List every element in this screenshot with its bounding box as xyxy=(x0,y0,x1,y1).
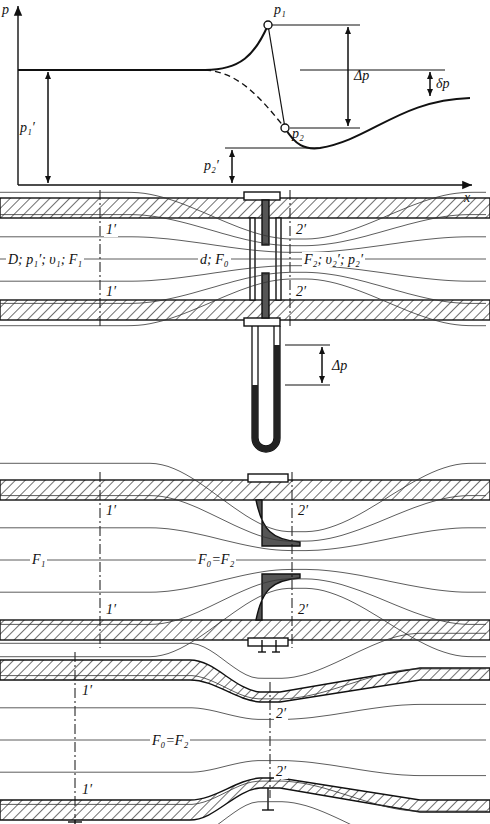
streamline xyxy=(0,272,486,303)
label: p₂′ xyxy=(204,158,219,173)
label: 2′ xyxy=(294,284,308,299)
label: 1′ xyxy=(104,602,118,617)
label: Δp xyxy=(332,358,347,373)
streamline xyxy=(0,579,486,625)
label: d; F₀ xyxy=(198,252,231,267)
streamline xyxy=(0,279,486,326)
streamline xyxy=(0,802,486,824)
streamline xyxy=(0,528,486,551)
label: p₂ xyxy=(292,126,304,141)
label: Δp xyxy=(354,68,369,83)
label: 2′ xyxy=(274,706,288,721)
label: D; p₁′; υ₁; F₁ xyxy=(6,252,84,267)
label: 2′ xyxy=(274,764,288,779)
streamline xyxy=(0,560,486,561)
label: 1′ xyxy=(104,222,118,237)
streamline xyxy=(0,237,486,253)
streamline xyxy=(0,704,486,719)
label: 1′ xyxy=(80,683,94,698)
label: 1′ xyxy=(104,284,118,299)
streamline xyxy=(0,588,486,656)
streamline xyxy=(0,633,486,678)
label: F₀=F₂ xyxy=(150,733,190,748)
label: p xyxy=(2,2,9,17)
streamline xyxy=(0,669,486,699)
label: 2′ xyxy=(296,602,310,617)
label: F₁ xyxy=(30,552,47,567)
label: F₀=F₂ xyxy=(196,552,236,567)
label: x xyxy=(464,190,470,205)
streamline xyxy=(0,569,486,592)
label: p₁′ xyxy=(20,120,35,135)
streamline xyxy=(0,463,486,531)
label: 1′ xyxy=(104,503,118,518)
label: 2′ xyxy=(294,222,308,237)
streamline xyxy=(0,740,486,741)
label: δp xyxy=(436,76,450,91)
label: 1′ xyxy=(80,782,94,797)
label: 2′ xyxy=(296,503,310,518)
streamline xyxy=(0,192,486,239)
label: F₂; υ₂′; p₂′ xyxy=(302,252,365,267)
streamline xyxy=(0,761,486,776)
label: p₁ xyxy=(274,2,286,17)
